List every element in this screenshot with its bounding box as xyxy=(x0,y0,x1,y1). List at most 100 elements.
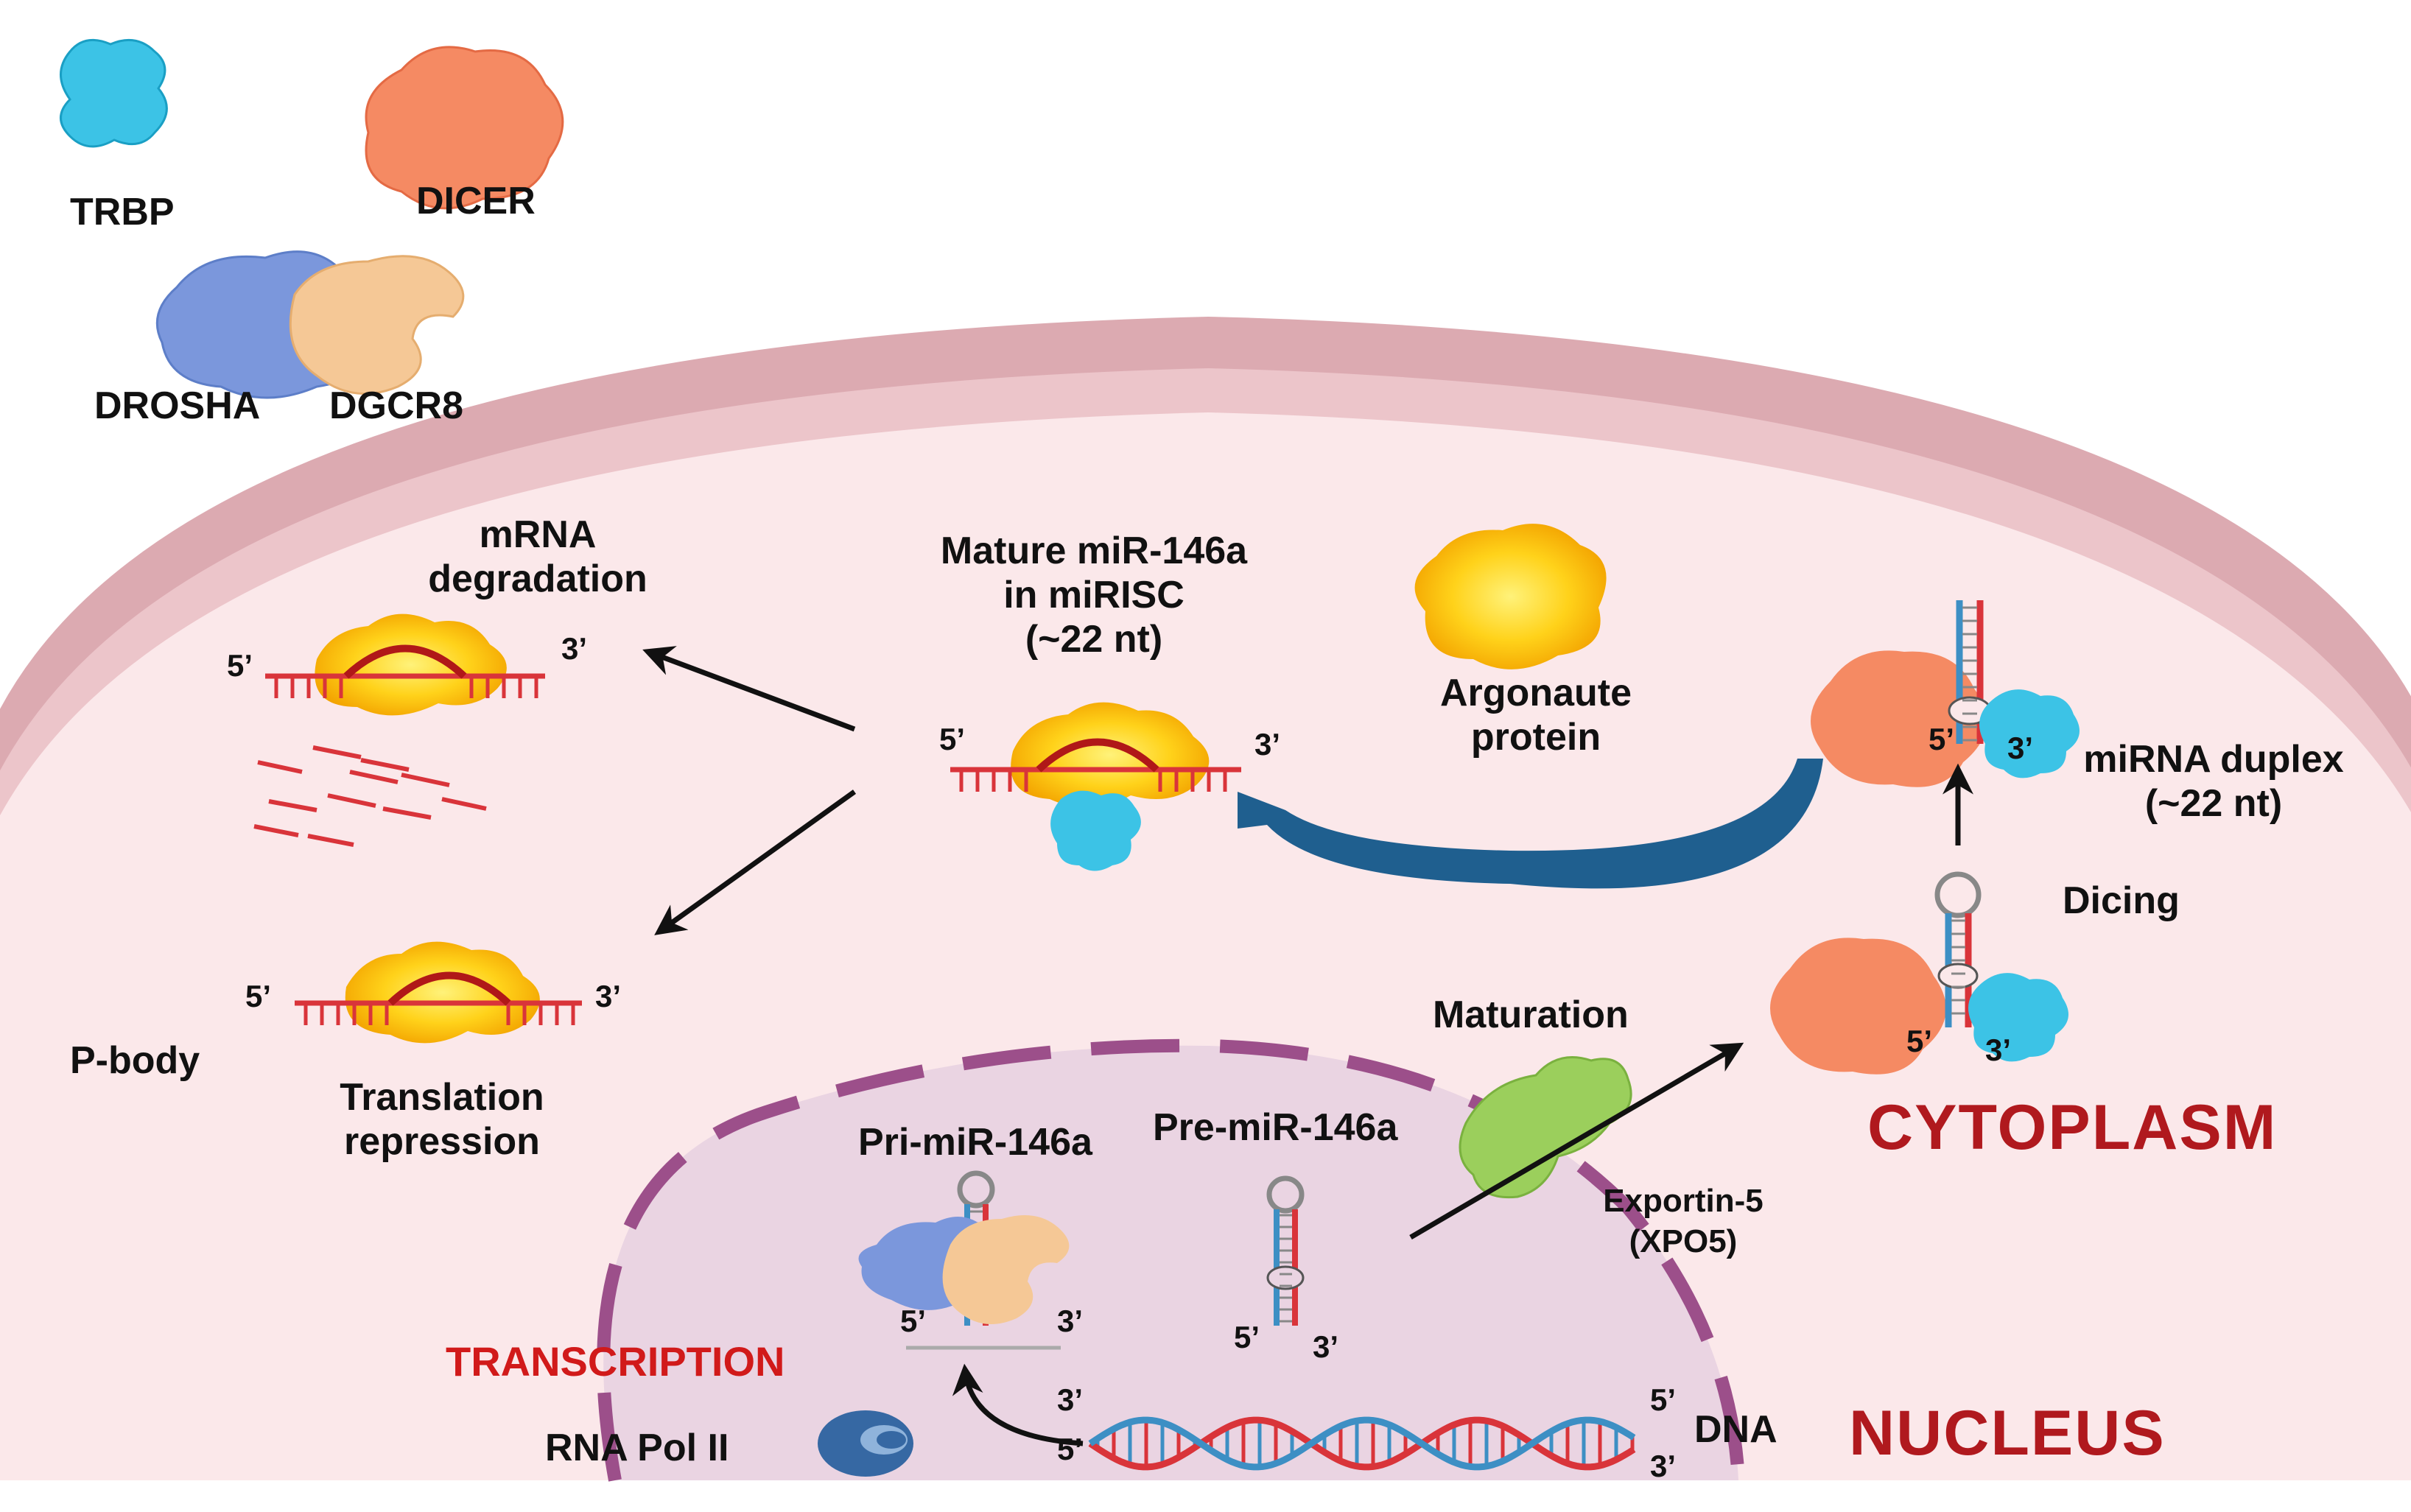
svg-text:3’: 3’ xyxy=(1985,1033,2011,1067)
three-prime-end-label: 3’ xyxy=(1057,1382,1083,1417)
mrna-fragment xyxy=(268,799,317,812)
three-prime-end-label: 3’ xyxy=(1313,1329,1338,1364)
rna-pol-ii-label: RNA Pol II xyxy=(545,1427,729,1469)
mirna-loop-mature xyxy=(1036,738,1159,773)
arrow-export xyxy=(1409,1042,1744,1240)
svg-text:mRNA: mRNA xyxy=(480,513,597,556)
mrna-degradation-group: mRNA degradation 5’ 3’ xyxy=(227,513,648,847)
nucleus-label: NUCLEUS xyxy=(1849,1398,2166,1469)
arrow-to-repression xyxy=(654,790,857,935)
dicer-protein-icon xyxy=(365,46,564,210)
pri-mirna-label: Pri-miR-146a xyxy=(858,1121,1093,1164)
translation-repression-label-line2: repression xyxy=(344,1120,540,1163)
trbp-on-duplex xyxy=(1979,689,2080,778)
svg-text:3’: 3’ xyxy=(595,979,621,1013)
svg-text:5’: 5’ xyxy=(1057,1432,1083,1466)
mrna-strand-mature xyxy=(950,767,1241,792)
svg-text:5’: 5’ xyxy=(1234,1320,1260,1354)
exportin-label-line1: Exportin-5 xyxy=(1603,1183,1763,1219)
mrna-fragment xyxy=(257,760,303,774)
svg-text:5’: 5’ xyxy=(227,648,253,683)
dicer-on-pre-mirna xyxy=(1770,938,1946,1075)
five-prime-end-label: 5’ xyxy=(227,648,253,683)
svg-text:(~22 nt): (~22 nt) xyxy=(1025,618,1162,661)
translation-repression-group: 5’ 3’ P-body Translation repression xyxy=(70,941,621,1163)
five-prime-end-label: 5’ xyxy=(900,1304,926,1338)
svg-text:5’: 5’ xyxy=(900,1304,926,1338)
five-prime-end-label: 5’ xyxy=(939,722,965,756)
cytoplasm-area xyxy=(0,412,2411,1480)
pri-mirna-group: Pri-miR-146a 5’ 3’ xyxy=(858,1121,1093,1350)
mature-mirna-label-line2: in miRISC xyxy=(1003,574,1185,616)
svg-text:Translation: Translation xyxy=(340,1076,544,1119)
mrna-fragment xyxy=(253,824,299,837)
mirna-loop-degradation xyxy=(343,644,467,679)
dna-strand-bottom xyxy=(1088,1416,1636,1471)
svg-text:Exportin-5: Exportin-5 xyxy=(1603,1183,1763,1219)
mrna-degradation-label-line2: degradation xyxy=(428,558,648,600)
svg-text:(~22 nt): (~22 nt) xyxy=(2145,782,2282,825)
svg-text:3’: 3’ xyxy=(1313,1329,1338,1364)
mrna-fragment xyxy=(327,793,376,808)
five-prime-end-label: 5’ xyxy=(1234,1320,1260,1354)
dgcr8-on-pri-mirna xyxy=(942,1215,1070,1324)
exportin-5-group: Exportin-5 (XPO5) xyxy=(1459,1056,1763,1259)
dna-label: DNA xyxy=(1694,1408,1777,1451)
three-prime-end-label: 3’ xyxy=(561,631,587,666)
mrna-fragment xyxy=(307,834,354,847)
dgcr8-label: DGCR8 xyxy=(329,384,463,427)
trbp-on-pre-mirna xyxy=(1968,973,2068,1062)
svg-text:3’: 3’ xyxy=(2007,731,2033,765)
argonaute-protein-icon xyxy=(1414,524,1607,669)
svg-text:in miRISC: in miRISC xyxy=(1003,574,1185,616)
mirna-duplex-label-line2: (~22 nt) xyxy=(2145,782,2282,825)
argonaute-protein: Argonaute protein xyxy=(1414,524,1632,759)
nucleus xyxy=(597,1038,1745,1482)
protein-legend: TRBP DICER DROSHA DGCR8 xyxy=(60,38,564,427)
five-prime-end-label: 5’ xyxy=(1906,1024,1932,1058)
argonaute-label-line2: protein xyxy=(1471,716,1601,759)
svg-text:5’: 5’ xyxy=(1906,1024,1932,1058)
translation-repression-label-line1: Translation xyxy=(340,1076,544,1119)
mrna-degradation-label-line1: mRNA xyxy=(480,513,597,556)
svg-text:3’: 3’ xyxy=(561,631,587,666)
svg-text:protein: protein xyxy=(1471,716,1601,759)
argonaute-label-line1: Argonaute xyxy=(1440,672,1632,714)
mrna-fragments xyxy=(253,745,487,847)
svg-text:5’: 5’ xyxy=(1650,1382,1676,1417)
three-prime-end-label: 3’ xyxy=(1254,727,1280,762)
dicer-on-duplex xyxy=(1811,650,1987,787)
arrow-transcription xyxy=(952,1363,1084,1446)
trbp-in-mirisc xyxy=(1050,790,1141,871)
three-prime-end-label: 3’ xyxy=(1650,1449,1676,1483)
rna-pol-ii-icon xyxy=(818,1410,913,1477)
svg-text:degradation: degradation xyxy=(428,558,648,600)
mirna-loop-repression xyxy=(387,971,511,1006)
cell xyxy=(0,317,2411,1480)
dicer-label: DICER xyxy=(416,180,536,222)
maturation-label: Maturation xyxy=(1433,994,1629,1036)
mirna-duplex-group: 5’ 3’ miRNA duplex (~22 nt) xyxy=(1811,600,2344,825)
svg-text:(XPO5): (XPO5) xyxy=(1629,1223,1738,1259)
svg-text:miRNA duplex: miRNA duplex xyxy=(2083,738,2344,781)
five-prime-end-label: 5’ xyxy=(1929,722,1954,756)
svg-text:3’: 3’ xyxy=(1650,1449,1676,1483)
mirna-duplex-label-line1: miRNA duplex xyxy=(2083,738,2344,781)
cytoplasm-label: CYTOPLASM xyxy=(1867,1092,2277,1163)
svg-text:3’: 3’ xyxy=(1254,727,1280,762)
three-prime-end-label: 3’ xyxy=(595,979,621,1013)
mrna-fragment xyxy=(441,797,487,811)
nucleus-area xyxy=(603,1045,1738,1480)
mrna-fragment xyxy=(360,758,410,772)
mrna-fragment xyxy=(349,770,399,784)
pre-mirna-label: Pre-miR-146a xyxy=(1153,1106,1398,1149)
trbp-label: TRBP xyxy=(70,191,175,233)
exportin-label-line2: (XPO5) xyxy=(1629,1223,1738,1259)
dgcr8-protein-icon xyxy=(289,255,465,395)
mrna-strand-degradation xyxy=(265,673,545,698)
three-prime-end-label: 3’ xyxy=(1985,1033,2011,1067)
svg-text:Mature miR-146a: Mature miR-146a xyxy=(941,530,1248,572)
svg-text:5’: 5’ xyxy=(939,722,965,756)
mrna-fragment xyxy=(401,773,450,787)
